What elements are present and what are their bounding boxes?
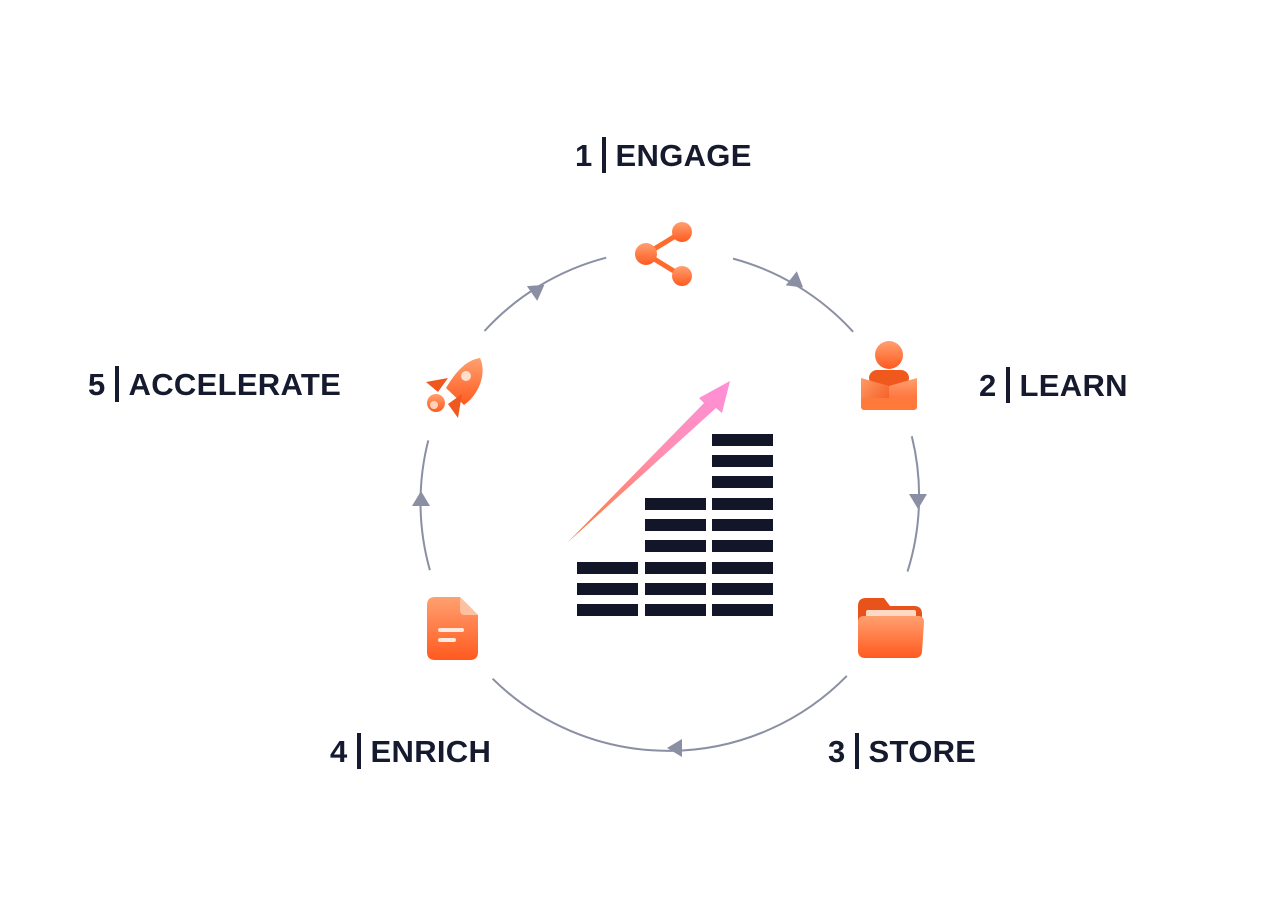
arrowhead-to-enrich xyxy=(667,739,682,757)
stage-separator xyxy=(1005,367,1010,403)
stage-number: 4 xyxy=(330,734,348,769)
stage-number: 3 xyxy=(828,734,846,769)
stage-number: 1 xyxy=(575,138,593,173)
arc-store-enrich xyxy=(491,675,848,752)
arrowhead-to-learn xyxy=(785,271,804,288)
stage-title: ENRICH xyxy=(370,734,492,769)
arrowhead-to-store xyxy=(909,494,927,509)
stage-separator xyxy=(356,733,361,769)
stage-separator xyxy=(114,366,119,402)
stage-separator xyxy=(854,733,859,769)
stage-separator xyxy=(601,137,606,173)
arc-accelerate-engage xyxy=(483,256,607,332)
stage-label-enrich: 4 ENRICH xyxy=(330,733,491,770)
stage-label-engage: 1 ENGAGE xyxy=(575,137,752,174)
stage-label-accelerate: 5 ACCELERATE xyxy=(88,366,341,403)
growth-bars xyxy=(577,434,773,616)
arrowhead-to-engage xyxy=(526,284,545,301)
stage-title: ACCELERATE xyxy=(128,367,342,402)
rocket-icon xyxy=(426,358,483,418)
stage-number: 5 xyxy=(88,367,106,402)
stage-title: ENGAGE xyxy=(615,138,752,173)
stage-label-store: 3 STORE xyxy=(828,733,976,770)
stage-number: 2 xyxy=(979,368,997,403)
cycle-arrowheads xyxy=(412,271,927,757)
growth-bars-icon xyxy=(567,381,773,616)
folder-icon xyxy=(858,598,924,658)
stage-title: STORE xyxy=(868,734,977,769)
stage-label-learn: 2 LEARN xyxy=(979,367,1128,404)
share-icon xyxy=(635,222,692,286)
stage-title: LEARN xyxy=(1019,368,1128,403)
document-icon xyxy=(427,597,478,660)
growth-arrow-icon xyxy=(567,381,730,543)
reader-icon xyxy=(861,341,917,410)
arc-engage-learn xyxy=(732,257,854,333)
arrowhead-to-accelerate xyxy=(412,491,430,506)
